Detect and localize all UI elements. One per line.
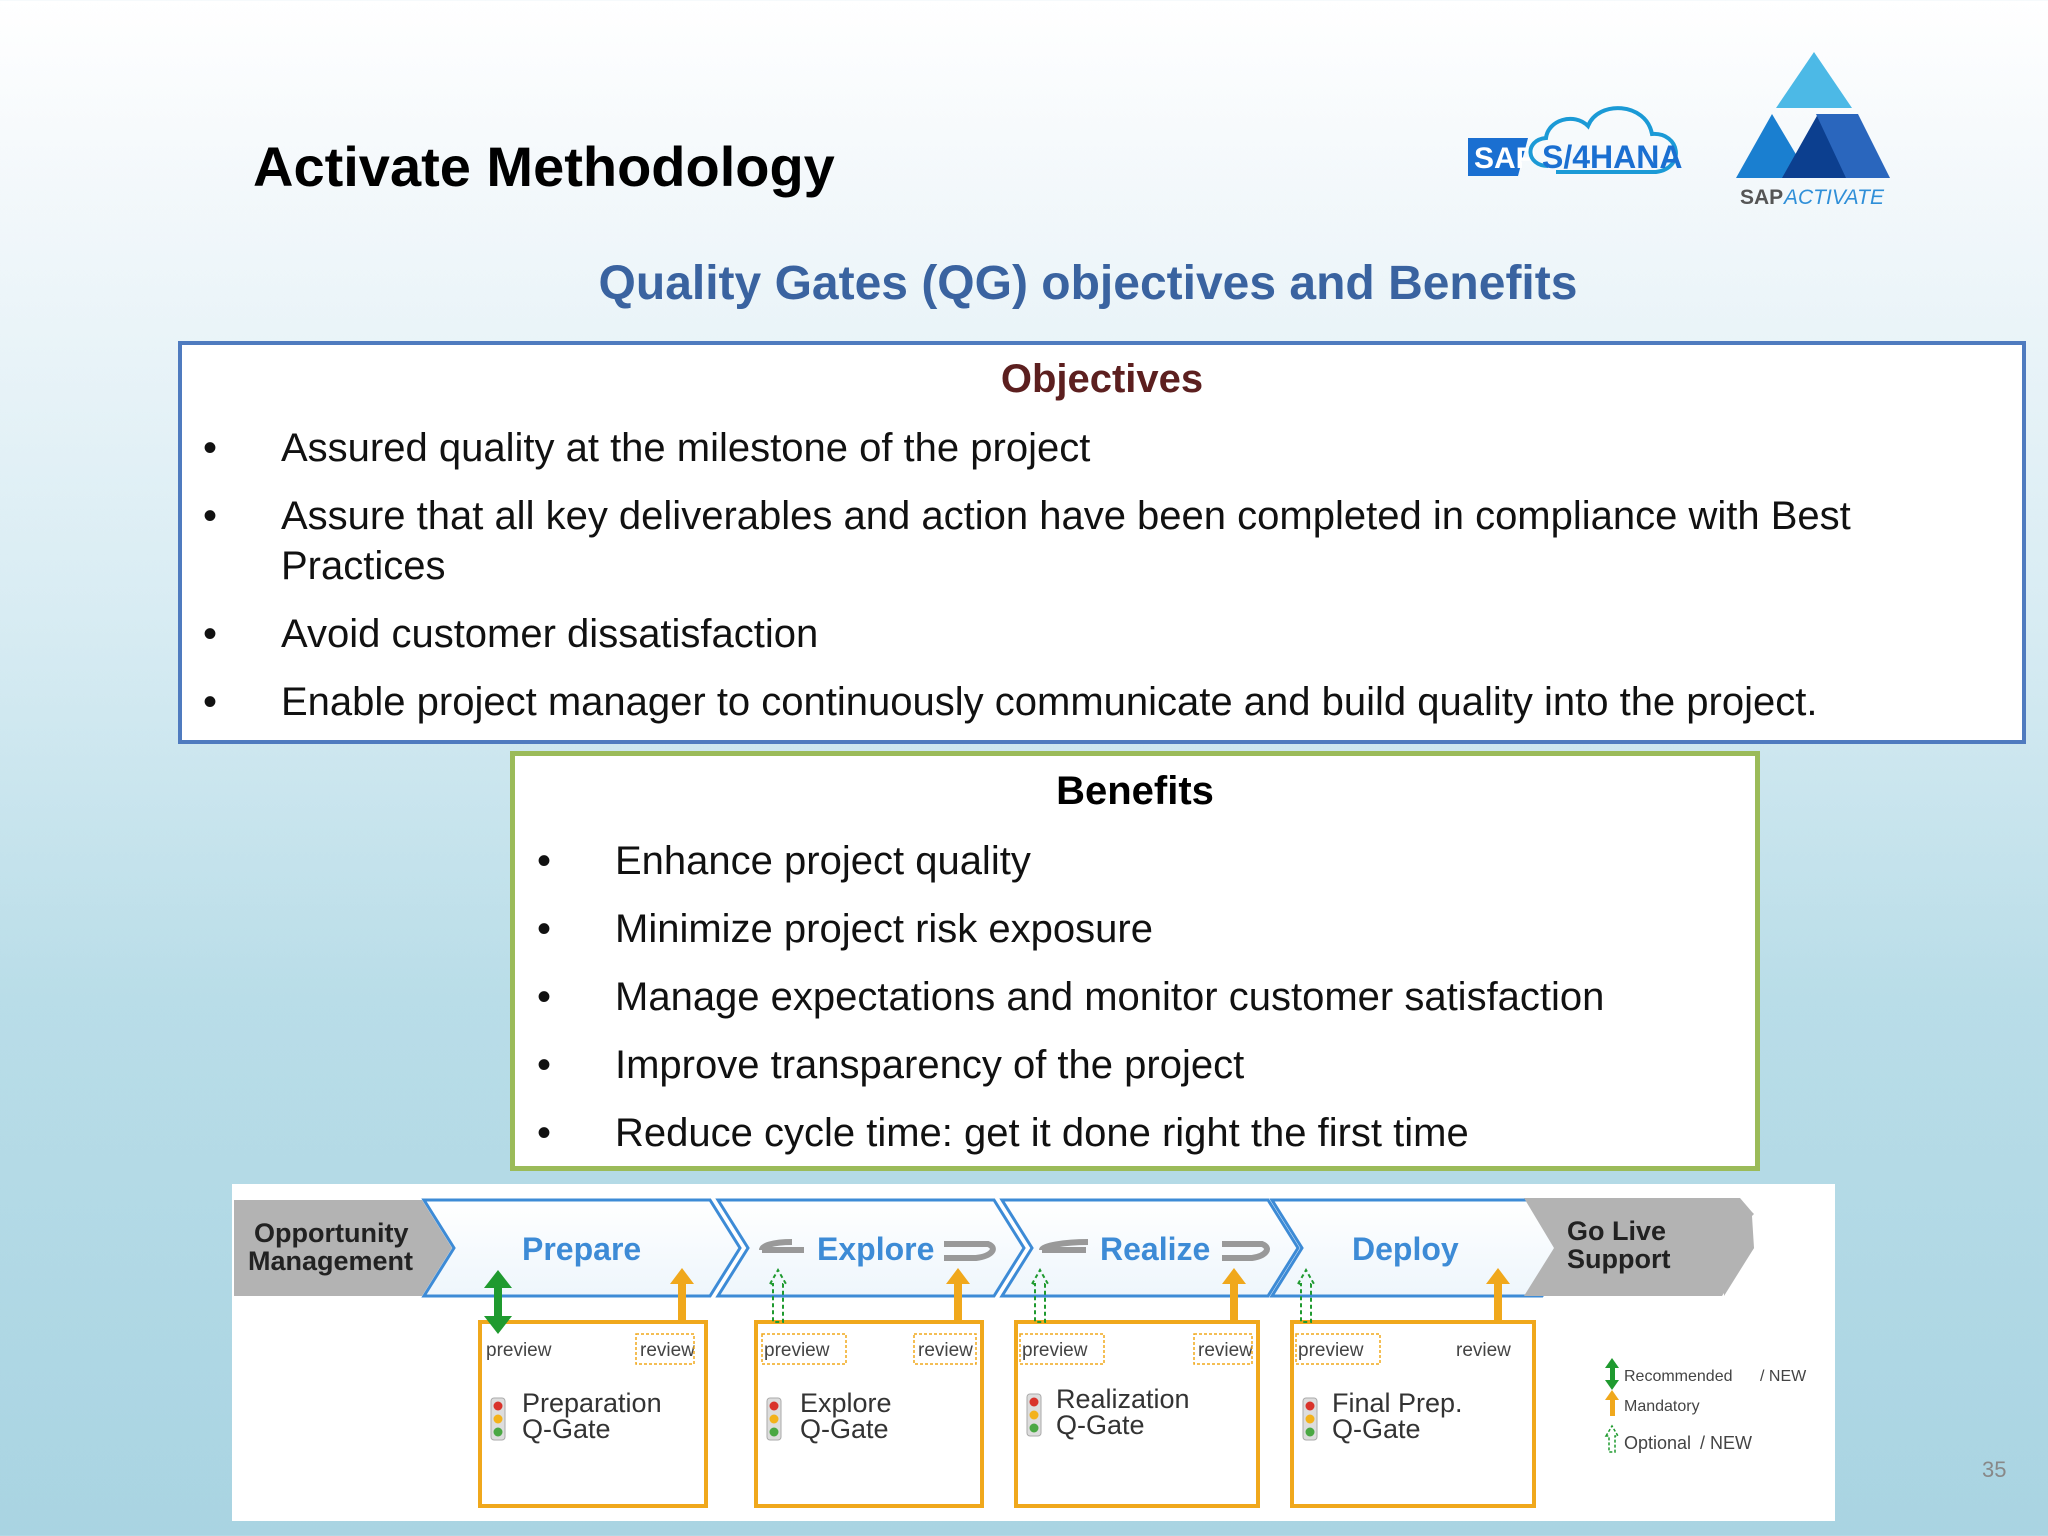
gate-box-preparation (478, 1320, 708, 1508)
gate-name-line2: Q-Gate (1056, 1410, 1145, 1440)
gate-name-line2: Q-Gate (522, 1414, 611, 1444)
benefit-item: Enhance project quality (537, 836, 1735, 886)
gate-name-line1: Realization (1056, 1384, 1190, 1414)
objective-item: Assured quality at the milestone of the … (203, 423, 2001, 473)
objectives-panel: Objectives Assured quality at the milest… (178, 341, 2026, 744)
preview-label: preview (1298, 1340, 1364, 1361)
recommended-arrow-icon (484, 1270, 512, 1334)
gate-name-line2: Q-Gate (1332, 1414, 1421, 1444)
benefits-panel: Benefits Enhance project quality Minimiz… (510, 751, 1760, 1171)
sap-wordmark: SAP (1474, 142, 1536, 175)
objectives-heading: Objectives (1000, 357, 1204, 401)
legend-optional-label: Optional (1624, 1433, 1691, 1453)
legend-optional-icon (1604, 1424, 1620, 1453)
legend-recommended-label: Recommended (1624, 1368, 1733, 1385)
preview-label: preview (1022, 1340, 1088, 1361)
objective-item: Avoid customer dissatisfaction (203, 609, 2001, 659)
phase-opportunity-chevron (234, 1200, 452, 1296)
preview-label: preview (486, 1340, 552, 1361)
sap-logo: SAP S/4HANA SAP ACTIVATE (1468, 52, 1890, 209)
traffic-light-icon (490, 1397, 506, 1441)
benefit-item: Minimize project risk exposure (537, 904, 1735, 954)
realize-loop-right-icon (1222, 1241, 1270, 1261)
realize-loop-left-icon (1039, 1239, 1089, 1253)
review-label: review (640, 1340, 695, 1361)
golive-label-line1: Go Live (1567, 1216, 1666, 1246)
benefit-item: Reduce cycle time: get it done right the… (537, 1108, 1735, 1158)
s4hana-wordmark: S/4HANA (1542, 139, 1682, 175)
legend-new-label: / NEW (1700, 1433, 1752, 1453)
optional-arrow-icon (768, 1267, 1316, 1323)
activate-sap-text: SAP (1740, 186, 1783, 209)
gate-name-line1: Final Prep. (1332, 1388, 1463, 1418)
deploy-label: Deploy (1352, 1231, 1459, 1267)
explore-loop-right-icon (944, 1241, 996, 1261)
benefit-item: Manage expectations and monitor customer… (537, 972, 1735, 1022)
explore-loop-left-icon (759, 1239, 804, 1253)
gate-box-explore (754, 1320, 984, 1508)
objectives-list: Assured quality at the milestone of the … (203, 423, 2001, 745)
phase-realize-chevron (999, 1198, 1300, 1298)
review-label: review (918, 1340, 973, 1361)
objective-item: Enable project manager to continuously c… (203, 677, 2001, 727)
realize-label: Realize (1100, 1231, 1210, 1267)
traffic-light-icon (1302, 1397, 1318, 1441)
traffic-light-icon (766, 1397, 782, 1441)
legend-new-label: / NEW (1760, 1368, 1807, 1385)
golive-label-line2: Support (1567, 1244, 1670, 1274)
gate-name-line2: Q-Gate (800, 1414, 889, 1444)
phase-explore-chevron (715, 1198, 1026, 1298)
legend-recommended-icon (1605, 1358, 1619, 1390)
mandatory-arrow-icon (670, 1268, 1510, 1322)
objective-item: Assure that all key deliverables and act… (203, 491, 2001, 591)
phase-prepare-chevron (421, 1198, 742, 1298)
benefits-list: Enhance project quality Minimize project… (537, 836, 1735, 1176)
sap-s4hana-logo: SAP S/4HANA (1468, 106, 1682, 176)
traffic-light-icon (1026, 1393, 1042, 1437)
phase-diagram: Opportunity Management Prepare Explore R… (232, 1184, 1835, 1521)
page-title: Activate Methodology (253, 135, 835, 198)
explore-label: Explore (817, 1231, 934, 1267)
prepare-label: Prepare (522, 1231, 641, 1267)
gate-box-realization (1014, 1320, 1260, 1508)
review-label: review (1198, 1340, 1253, 1361)
preview-label: preview (764, 1340, 830, 1361)
opportunity-label-line1: Opportunity (254, 1218, 408, 1248)
legend-mandatory-icon (1605, 1390, 1619, 1416)
section-subtitle: Quality Gates (QG) objectives and Benefi… (598, 257, 1578, 310)
sap-activate-logo: SAP ACTIVATE (1736, 52, 1890, 209)
page-number: 35 (1982, 1457, 2007, 1482)
opportunity-label-line2: Management (248, 1246, 413, 1276)
gate-name-line1: Explore (800, 1388, 892, 1418)
review-label: review (1456, 1340, 1511, 1361)
phase-diagram-svg: Opportunity Management Prepare Explore R… (234, 1198, 1807, 1508)
benefit-item: Improve transparency of the project (537, 1040, 1735, 1090)
phase-golive-chevron (1524, 1198, 1754, 1296)
activate-word-text: ACTIVATE (1782, 186, 1885, 209)
legend-mandatory-label: Mandatory (1624, 1398, 1700, 1415)
gate-name-line1: Preparation (522, 1388, 662, 1418)
gate-box-finalprep (1290, 1320, 1536, 1508)
legend: Recommended / NEW Mandatory Optional / N… (1604, 1358, 1807, 1453)
benefits-heading: Benefits (1056, 769, 1214, 813)
